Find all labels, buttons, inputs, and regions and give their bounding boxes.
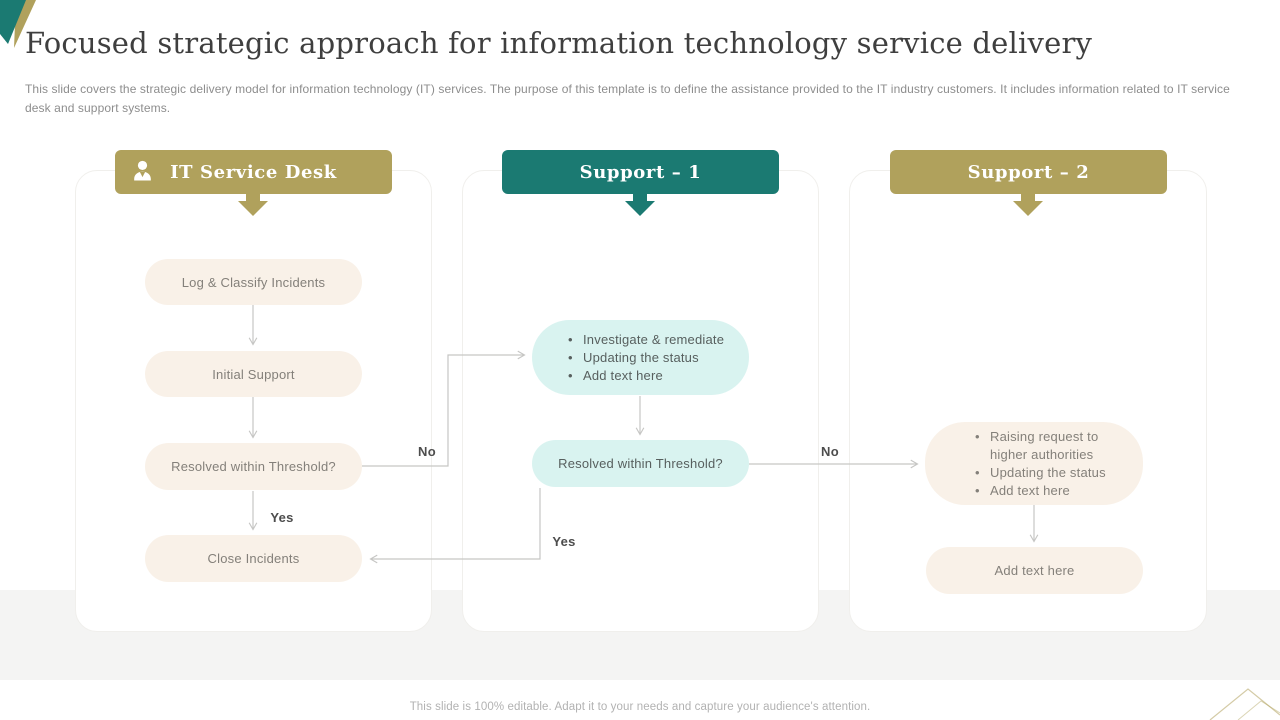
bullet-item: Add text here — [973, 482, 1131, 500]
header-arrow-down-icon — [238, 194, 268, 216]
bullet-item: Raising request to higher authorities — [973, 428, 1131, 464]
bullet-item: Add text here — [566, 367, 741, 385]
column-card-support-1 — [462, 170, 819, 632]
support2-bullet-list: Raising request to higher authoritiesUpd… — [973, 428, 1131, 500]
bullet-item: Updating the status — [973, 464, 1131, 482]
column-header-label: Support – 2 — [967, 161, 1090, 183]
node-resolved-within-threshold-2: Resolved within Threshold? — [532, 440, 749, 487]
bullet-item: Updating the status — [566, 349, 741, 367]
bullet-item: Investigate & remediate — [566, 331, 741, 349]
node-log-classify-incidents: Log & Classify Incidents — [145, 259, 362, 305]
branch-label-yes-1: Yes — [270, 510, 294, 525]
column-header-support-2: Support – 2 — [890, 150, 1167, 194]
node-close-incidents: Close Incidents — [145, 535, 362, 582]
column-header-support-1: Support – 1 — [502, 150, 779, 194]
node-support1-actions: Investigate & remediateUpdating the stat… — [532, 320, 749, 395]
support1-bullet-list: Investigate & remediateUpdating the stat… — [566, 331, 741, 385]
slide-description: This slide covers the strategic delivery… — [25, 82, 1230, 116]
column-header-it-service-desk: IT Service Desk — [115, 150, 392, 194]
node-support2-actions: Raising request to higher authoritiesUpd… — [925, 422, 1143, 505]
node-resolved-within-threshold-1: Resolved within Threshold? — [145, 443, 362, 490]
branch-label-yes-2: Yes — [552, 534, 576, 549]
person-icon — [134, 160, 151, 181]
page-title: Focused strategic approach for informati… — [25, 26, 1093, 60]
node-add-text-here: Add text here — [926, 547, 1143, 594]
node-initial-support: Initial Support — [145, 351, 362, 397]
corner-ribbon-icon — [0, 0, 36, 48]
header-arrow-down-icon — [625, 194, 655, 216]
branch-label-no-2: No — [821, 444, 839, 459]
column-header-label: IT Service Desk — [170, 161, 337, 183]
corner-triangles-icon — [1209, 688, 1280, 720]
footer-note: This slide is 100% editable. Adapt it to… — [409, 701, 871, 713]
column-header-label: Support – 1 — [579, 161, 702, 183]
branch-label-no-1: No — [418, 444, 436, 459]
header-arrow-down-icon — [1013, 194, 1043, 216]
